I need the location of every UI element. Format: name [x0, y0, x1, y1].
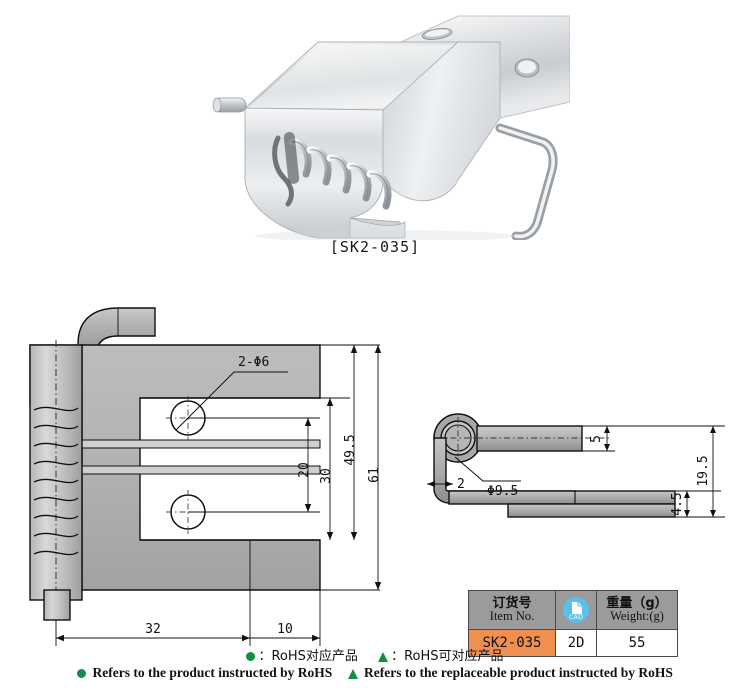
right-dimension-group [582, 425, 725, 518]
header-cad: CAD [555, 590, 597, 630]
legend-en-rohs-replaceable-text: Refers to the replaceable product instru… [364, 665, 673, 680]
specification-table: 订货号 Item No. CAD 重量（g） Weight:(g) SK2-03… [468, 590, 678, 657]
photo-pin [212, 97, 247, 113]
header-item-no: 订货号 Item No. [468, 590, 556, 630]
header-weight: 重量（g） Weight:(g) [596, 590, 678, 630]
legend-cn-rohs-replaceable: ：RoHS可对应产品 [378, 649, 504, 664]
cell-cad-type[interactable]: 2D [555, 629, 597, 657]
header-item-no-cn: 订货号 [492, 595, 532, 611]
green-triangle-icon [347, 668, 358, 679]
photo-caption: [SK2-035] [329, 238, 421, 256]
dim-label-19-5: 19.5 [696, 455, 711, 486]
legend-en-rohs-product: Refers to the product instructed by RoHS [77, 665, 336, 680]
header-weight-cn: 重量（g） [606, 595, 668, 611]
header-weight-en: Weight:(g) [610, 609, 664, 624]
dim-label-10: 10 [277, 622, 293, 637]
dim-label-phi9-5: Φ9.5 [487, 484, 518, 499]
dim-label-2phi6: 2-Φ6 [238, 355, 269, 370]
dimension-hole-callout: 2-Φ6 [175, 355, 288, 431]
legend-cn-rohs-product: ：RoHS对应产品 [246, 649, 362, 664]
dimension-2-callout: 2 [427, 477, 465, 492]
cad-icon[interactable]: CAD [563, 597, 589, 623]
green-triangle-icon [378, 651, 389, 662]
legend-cn-rohs-replaceable-text: ：RoHS可对应产品 [391, 649, 504, 664]
dim-label-2: 2 [457, 477, 465, 492]
photo-bail [495, 123, 558, 240]
legend-cn-rohs-product-text: ：RoHS对应产品 [258, 649, 358, 664]
table-header-row: 订货号 Item No. CAD 重量（g） Weight:(g) [468, 590, 678, 630]
side-view-drawing: Φ9.5 2 5 [425, 405, 735, 550]
photo-spring [272, 132, 392, 210]
dimension-phi95-callout: Φ9.5 [454, 456, 521, 499]
green-circle-icon [77, 669, 87, 679]
header-item-no-en: Item No. [489, 609, 535, 624]
dim-label-32: 32 [145, 622, 161, 637]
dim-label-30: 30 [319, 468, 334, 484]
cell-weight: 55 [596, 629, 678, 657]
legend-en-rohs-replaceable: Refers to the replaceable product instru… [347, 665, 673, 680]
vertical-dimension-group [82, 344, 382, 591]
front-view-drawing: 2-Φ6 [20, 290, 420, 655]
dim-label-61: 61 [367, 467, 382, 483]
cell-item-no: SK2-035 [468, 629, 556, 657]
footer-legend-en: Refers to the product instructed by RoHS… [0, 665, 750, 681]
dim-label-49-5: 49.5 [343, 434, 358, 465]
svg-text:CAD: CAD [569, 613, 583, 621]
footer-legend-cn: ：RoHS对应产品 ：RoHS可对应产品 [0, 645, 750, 664]
table-row: SK2-035 2D 55 [468, 629, 678, 657]
horizontal-dimension-group [55, 540, 321, 646]
dim-label-20: 20 [297, 462, 312, 478]
green-circle-icon [246, 652, 256, 661]
product-photo [200, 10, 570, 240]
dim-label-4-5: 4.5 [670, 492, 685, 515]
dim-label-5: 5 [589, 435, 604, 443]
legend-en-rohs-product-text: Refers to the product instructed by RoHS [92, 665, 333, 680]
